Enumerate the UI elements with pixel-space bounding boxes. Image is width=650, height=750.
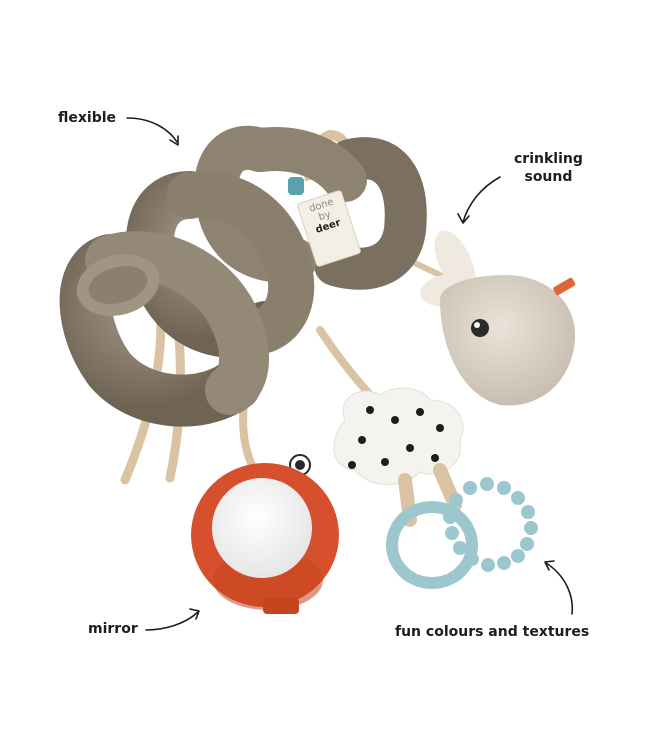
annotation-arrows	[126, 117, 574, 631]
label-flexible: flexible	[58, 110, 117, 126]
teether-rings	[386, 477, 538, 589]
spiral-body	[59, 125, 427, 427]
label-crinkling-sound: crinkling sound	[514, 150, 583, 186]
brand-tag	[297, 190, 361, 267]
mirror-toy	[191, 454, 339, 614]
arrow-flexible-icon	[126, 117, 178, 143]
arrow-fun-icon	[545, 562, 574, 615]
arrow-crinkling-icon	[462, 176, 501, 223]
bead-icon	[288, 177, 304, 195]
bunny-toy	[420, 230, 576, 406]
cloud-toy	[333, 387, 464, 485]
label-crinkling-line2: sound	[524, 169, 573, 185]
label-mirror: mirror	[88, 621, 138, 637]
label-crinkling-line1: crinkling	[514, 151, 583, 167]
arrow-mirror-icon	[145, 611, 199, 631]
label-fun-colours: fun colours and textures	[395, 624, 590, 640]
